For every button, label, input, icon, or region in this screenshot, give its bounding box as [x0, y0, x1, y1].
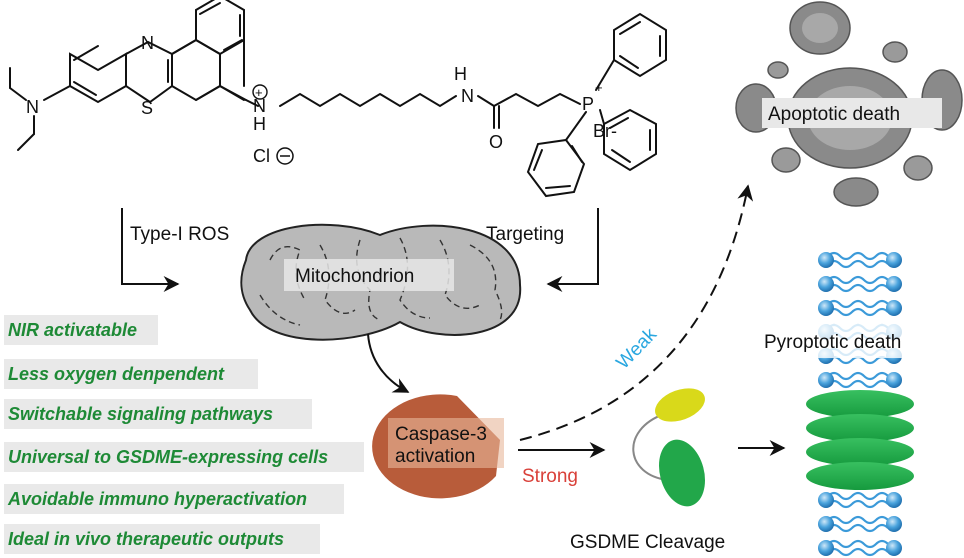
feature-item-bg: [4, 359, 258, 389]
caspase-label-line1: Caspase-3: [395, 424, 487, 445]
lipid-tail: [827, 307, 889, 317]
caspase-label-line2: activation: [395, 446, 475, 467]
feature-item: Avoidable immuno hyperactivation: [8, 489, 308, 509]
bromide-counterion: Br-: [593, 121, 617, 141]
type1-ros-label: Type-I ROS: [130, 224, 229, 245]
feature-item-bg: [4, 315, 158, 345]
atom-n-amine: N: [26, 97, 39, 117]
phenyl-ring-top: [613, 12, 667, 78]
weak-dashed-arrow: [519, 184, 754, 441]
atom-s: S: [141, 98, 153, 118]
plus-charge: +: [255, 85, 263, 100]
feature-item: NIR activatable: [8, 320, 138, 340]
lipid-head: [886, 492, 902, 508]
atom-nh-amide: N: [461, 86, 474, 106]
atom-n-ring: N: [141, 33, 154, 53]
gsdme-cleavage-graphic: [632, 388, 706, 507]
caspase-label-bg: [388, 418, 504, 468]
atom-p: P: [582, 94, 594, 114]
apoptotic-cell-graphic: [735, 1, 963, 207]
atom-nh-plus: N: [253, 96, 266, 116]
lipid-head: [886, 252, 902, 268]
lipid-head: [818, 516, 834, 532]
lipid-tail: [827, 251, 889, 261]
lipid-tail: [827, 259, 889, 269]
feature-item-bg: [4, 524, 320, 554]
weak-label: Weak: [612, 324, 661, 374]
chemical-structure: [9, 0, 667, 198]
lipid-tail: [827, 539, 889, 549]
lipid-tail: [827, 523, 889, 533]
feature-item-bg: [4, 442, 364, 472]
feature-item: Less oxygen denpendent: [8, 364, 225, 384]
chloride-counterion: Cl: [253, 146, 270, 166]
pyroptotic-death-label: Pyroptotic death: [764, 332, 901, 353]
lipid-head: [818, 492, 834, 508]
atom-o: O: [489, 132, 503, 152]
minus-charge-circle: [276, 147, 294, 165]
lipid-head: [886, 276, 902, 292]
mito-to-caspase-arrow: [367, 333, 410, 393]
lipid-head: [818, 252, 834, 268]
phenyl-ring-left: [526, 138, 586, 198]
lipid-tail: [827, 547, 889, 557]
lipid-head: [818, 540, 834, 556]
feature-item-bg: [4, 399, 312, 429]
feature-item: Ideal in vivo therapeutic outputs: [8, 529, 285, 549]
left-benzene-ring: [69, 52, 127, 104]
lipid-head: [818, 276, 834, 292]
lipid-head: [886, 300, 902, 316]
gsdme-pore: [806, 390, 914, 490]
atom-h-plus: H: [253, 114, 266, 134]
feature-item-bg: [4, 484, 344, 514]
lipid-tail: [827, 275, 889, 285]
lipid-tail: [827, 379, 889, 389]
p-plus-charge: +: [595, 80, 603, 95]
lipid-head: [886, 516, 902, 532]
lipid-tail: [827, 371, 889, 381]
lipid-tail: [827, 515, 889, 525]
atom-h-amide: H: [454, 64, 467, 84]
lipid-tail: [827, 499, 889, 509]
pyroptotic-label-bg: [760, 324, 940, 358]
lipid-head: [886, 372, 902, 388]
strong-label: Strong: [522, 466, 578, 487]
gsdme-cleavage-label: GSDME Cleavage: [570, 532, 725, 553]
lipid-tail: [827, 283, 889, 293]
lipid-head: [886, 540, 902, 556]
phenyl-ring-right: [603, 108, 657, 172]
type1-ros-arrow: [121, 208, 180, 292]
mitochondrion-graphic: [240, 223, 522, 341]
apoptotic-death-label: Apoptotic death: [768, 104, 900, 125]
membrane-bilayer: [818, 251, 902, 557]
targeting-label: Targeting: [486, 224, 564, 245]
targeting-arrow: [546, 208, 599, 292]
lipid-tail: [827, 299, 889, 309]
feature-item: Universal to GSDME-expressing cells: [8, 447, 329, 467]
plus-charge-circle: [252, 84, 268, 100]
feature-item: Switchable signaling pathways: [8, 404, 274, 424]
lipid-head: [818, 372, 834, 388]
top-benzene-ring: [195, 0, 245, 56]
mitochondrion-label: Mitochondrion: [295, 266, 414, 287]
lipid-head: [818, 300, 834, 316]
lipid-tail: [827, 491, 889, 501]
